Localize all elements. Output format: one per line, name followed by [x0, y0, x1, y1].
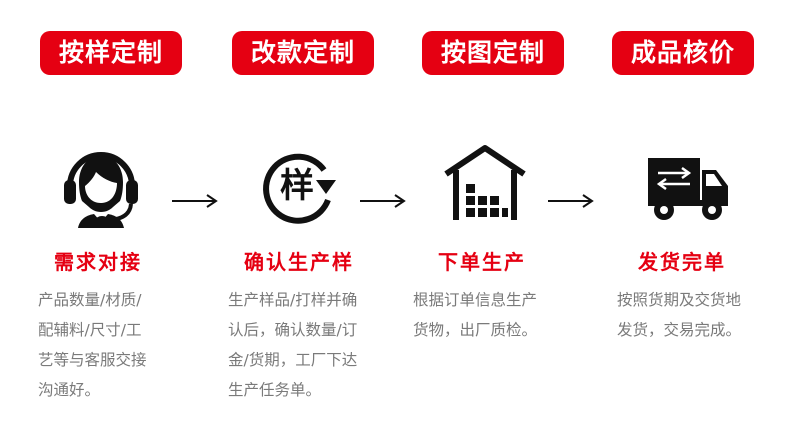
desc-line: 根据订单信息生产	[413, 291, 538, 309]
step-title-production: 下单生产	[438, 250, 526, 274]
desc-line: 沟通好。	[38, 381, 101, 399]
truck-icon	[644, 140, 734, 230]
step-desc-sample: 生产样品/打样并确 认后，确认数量/订 金/货期，工厂下达 生产任务单。	[228, 285, 357, 405]
step-desc-demand: 产品数量/材质/ 配辅料/尺寸/工 艺等与客服交接 沟通好。	[38, 285, 147, 405]
arrow-right-icon	[548, 193, 594, 209]
desc-line: 发货，交易完成。	[617, 321, 742, 339]
sample-icon-text: 样	[280, 166, 314, 206]
desc-line: 生产样品/打样并确	[228, 291, 358, 309]
tab-product-pricing[interactable]: 成品核价	[612, 31, 754, 75]
desc-line: 货物，出厂质检。	[413, 321, 538, 339]
sample-cycle-icon: 样	[254, 140, 344, 230]
step-title-delivery: 发货完单	[638, 250, 726, 274]
desc-line: 产品数量/材质/	[38, 291, 142, 309]
tab-sample-customization[interactable]: 按样定制	[40, 31, 182, 75]
arrow-right-icon	[172, 193, 218, 209]
desc-line: 生产任务单。	[228, 381, 322, 399]
step-desc-delivery: 按照货期及交货地 发货，交易完成。	[617, 285, 741, 345]
desc-line: 金/货期，工厂下达	[228, 351, 358, 369]
tab-drawing-customization[interactable]: 按图定制	[422, 31, 564, 75]
step-desc-production: 根据订单信息生产 货物，出厂质检。	[413, 285, 537, 345]
factory-icon	[440, 140, 530, 230]
desc-line: 按照货期及交货地	[617, 291, 742, 309]
desc-line: 认后，确认数量/订	[228, 321, 358, 339]
step-title-sample: 确认生产样	[244, 250, 354, 274]
desc-line: 配辅料/尺寸/工	[38, 321, 142, 339]
tab-style-modification[interactable]: 改款定制	[232, 31, 374, 75]
desc-line: 艺等与客服交接	[38, 351, 147, 369]
headset-icon	[56, 140, 146, 230]
step-title-demand: 需求对接	[54, 250, 142, 274]
arrow-right-icon	[360, 193, 406, 209]
